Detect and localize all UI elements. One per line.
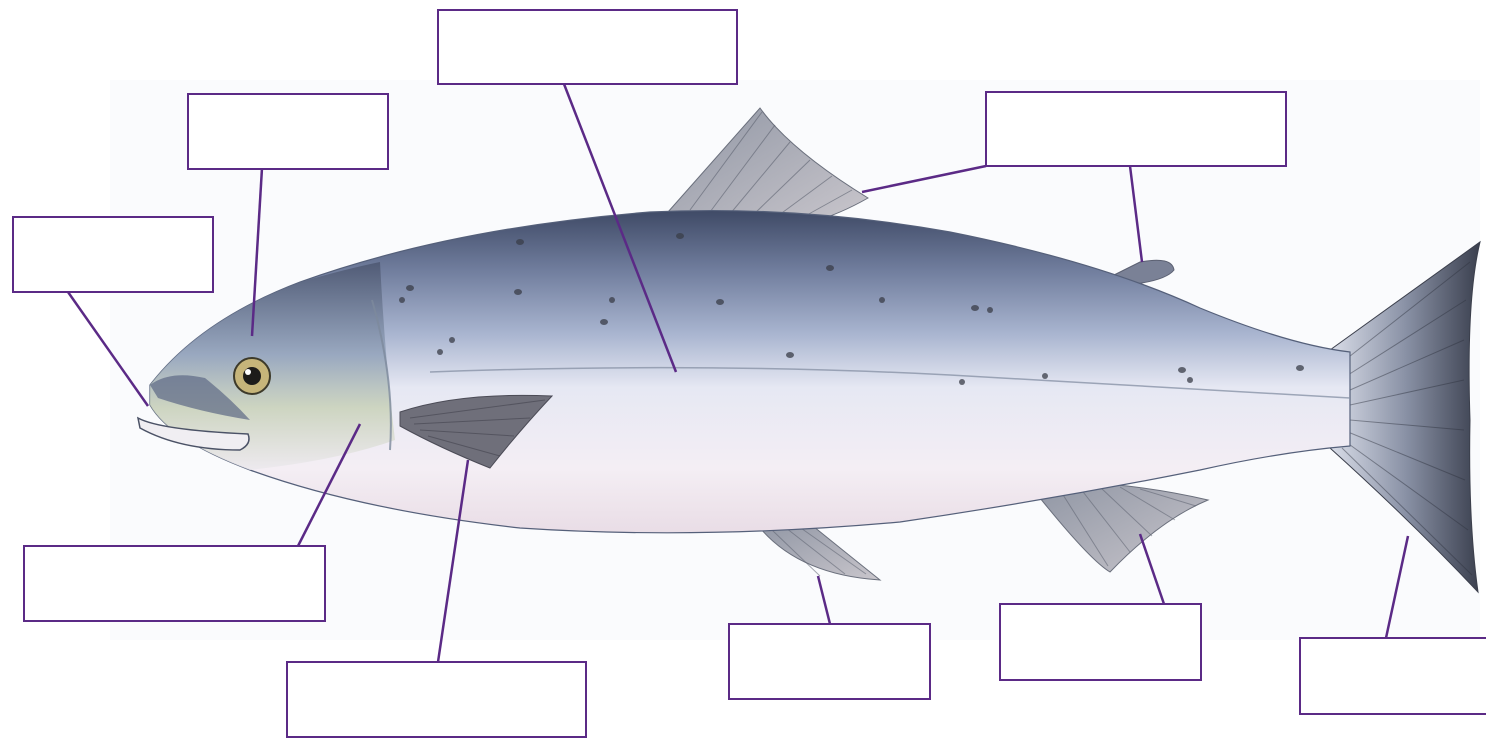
label-box-lateral-line[interactable]	[437, 9, 738, 85]
label-box-caudal-fin[interactable]	[1299, 637, 1486, 715]
label-box-pectoral-fin[interactable]	[286, 661, 587, 738]
label-box-anal-fin[interactable]	[999, 603, 1202, 681]
label-box-gill-cover[interactable]	[23, 545, 326, 622]
label-box-mouth[interactable]	[12, 216, 214, 293]
label-box-nostril[interactable]	[187, 93, 389, 170]
eye-highlight	[245, 369, 251, 375]
pupil	[243, 367, 261, 385]
label-box-pelvic-fin[interactable]	[728, 623, 931, 700]
label-box-dorsal-fin[interactable]	[985, 91, 1287, 167]
